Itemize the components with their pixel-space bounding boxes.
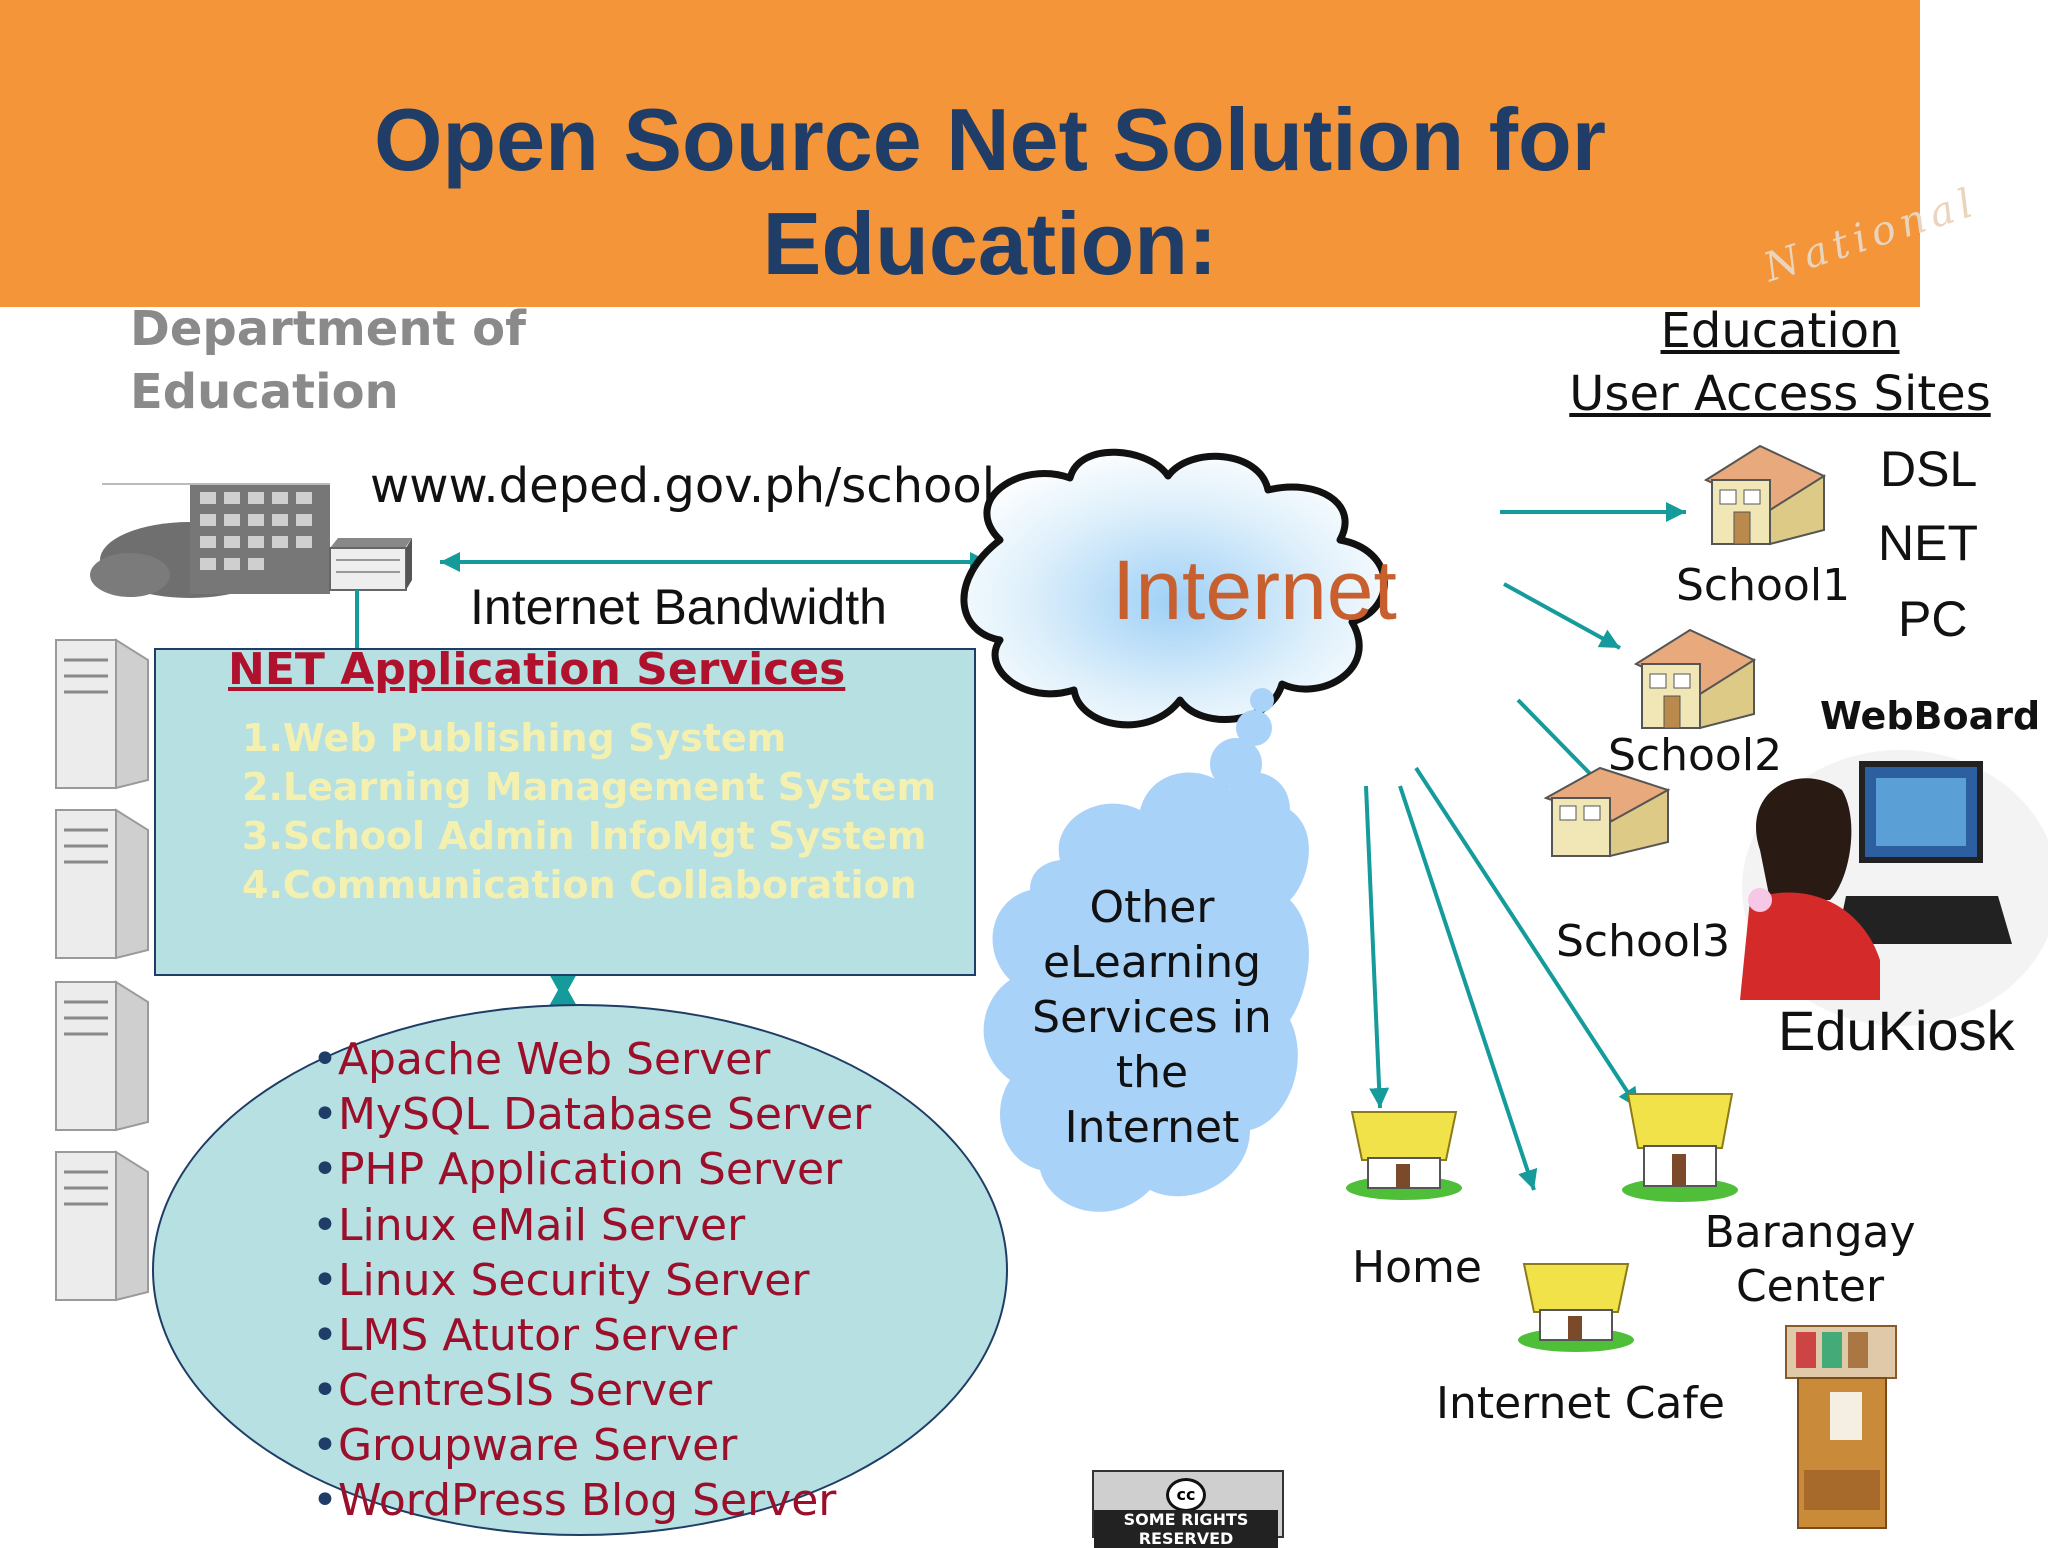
service-item: 1.Web Publishing System (242, 716, 786, 760)
school3-house-icon (1546, 768, 1668, 856)
internet-cafe-label: Internet Cafe (1436, 1378, 1725, 1429)
school1-label: School1 (1676, 560, 1850, 611)
service-item: 3.School Admin InfoMgt System (242, 814, 926, 858)
home-label: Home (1352, 1242, 1482, 1293)
internet-label: Internet (1112, 542, 1397, 639)
server-item: •WordPress Blog Server (312, 1475, 836, 1526)
cc-icon: cc (1166, 1478, 1206, 1512)
barangay-center-label: Barangay Center (1680, 1206, 1940, 1314)
school-url[interactable]: www.deped.gov.ph/school (370, 458, 995, 514)
connection-pc: PC (1898, 590, 1967, 648)
cc-badge-text: SOME RIGHTS RESERVED (1094, 1510, 1278, 1548)
server-item: •Linux Security Server (312, 1255, 809, 1306)
bandwidth-label: Internet Bandwidth (470, 578, 887, 636)
connection-net: NET (1878, 514, 1978, 572)
server-item: •PHP Application Server (312, 1144, 842, 1195)
net-application-services-title: NET Application Services (228, 644, 845, 695)
home-house-icon (1346, 1112, 1462, 1200)
school3-label: School3 (1556, 916, 1730, 967)
server-item: •MySQL Database Server (312, 1089, 871, 1140)
server-item: •Groupware Server (312, 1420, 737, 1471)
server-item: •LMS Atutor Server (312, 1310, 737, 1361)
barangay-center-house-icon (1622, 1094, 1738, 1202)
webboard-label: WebBoard (1820, 694, 2040, 738)
net-application-services-box (154, 648, 976, 976)
kiosk-stand-icon (1786, 1326, 1896, 1528)
server-item: •Apache Web Server (312, 1034, 770, 1085)
school1-house-icon (1706, 446, 1824, 544)
server-item: •CentreSIS Server (312, 1365, 712, 1416)
rack-server-icon (330, 538, 412, 590)
service-item: 4.Communication Collaboration (242, 863, 917, 907)
connection-dsl: DSL (1880, 440, 1977, 498)
datacenter-building-icon (90, 484, 330, 598)
school2-label: School2 (1608, 730, 1782, 781)
other-elearning-label: Other eLearning Services in the Internet (1002, 880, 1302, 1155)
internet-cafe-house-icon (1518, 1264, 1634, 1352)
school2-house-icon (1636, 630, 1754, 728)
edukiosk-photo-icon (1740, 750, 2048, 1026)
server-item: •Linux eMail Server (312, 1200, 745, 1251)
edukiosk-label: EduKiosk (1778, 998, 2015, 1063)
tower-pc-icon (56, 640, 148, 1300)
service-item: 2.Learning Management System (242, 765, 936, 809)
